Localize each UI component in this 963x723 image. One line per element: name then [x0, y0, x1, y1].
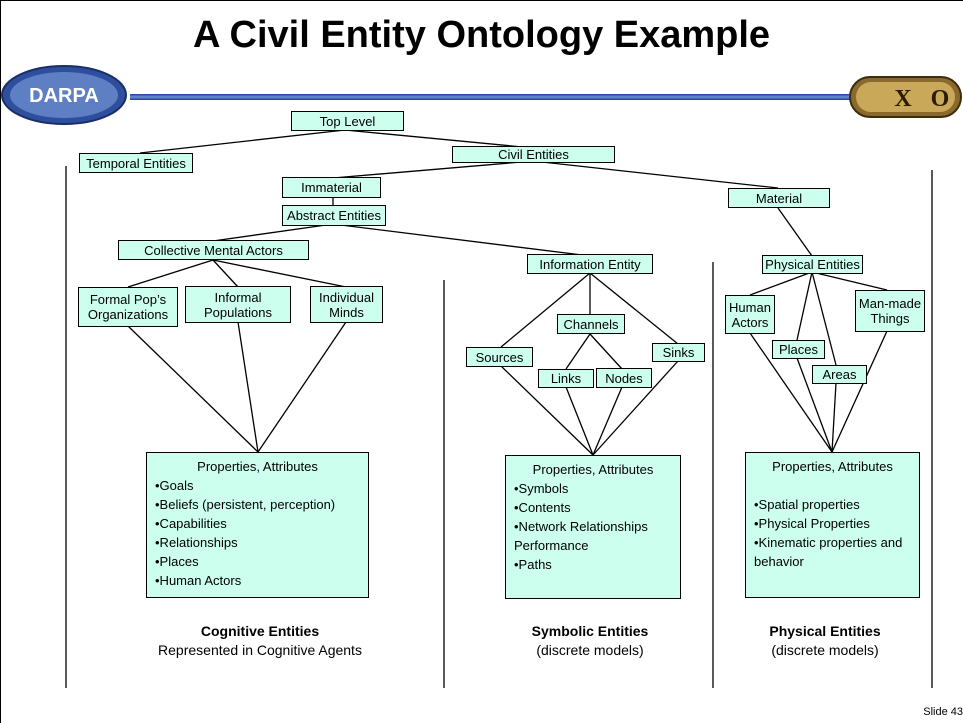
- node-abstract-entities-label: Abstract Entities: [287, 208, 381, 223]
- properties-list-cognitive: •Goals •Beliefs (persistent, perception)…: [147, 476, 368, 590]
- node-manmade-things-line2: Things: [870, 311, 910, 326]
- node-channels-label: Channels: [563, 316, 619, 332]
- slide-number: Slide 43: [923, 706, 963, 718]
- property-item: •Symbols: [514, 481, 569, 496]
- property-item: behavior: [754, 554, 804, 569]
- node-temporal-entities-label: Temporal Entities: [86, 155, 186, 171]
- property-item: •Spatial properties: [754, 497, 860, 512]
- node-links-label: Links: [550, 371, 582, 386]
- node-places: Places: [772, 340, 825, 359]
- caption-symbolic-title: Symbolic Entities: [531, 623, 649, 639]
- node-areas: Areas: [812, 365, 867, 384]
- node-formal-pops: Formal Pop’s Organizations: [78, 287, 178, 327]
- node-manmade-things-line1: Man-made: [858, 296, 922, 311]
- darpa-logo: DARPA: [1, 65, 127, 125]
- caption-physical-title: Physical Entities: [769, 623, 881, 639]
- node-informal-populations-line2: Populations: [204, 304, 272, 320]
- node-formal-pops-line2: Organizations: [87, 307, 169, 322]
- property-item: •Relationships: [155, 535, 238, 550]
- node-individual-minds-line1: Individual: [319, 289, 374, 305]
- node-manmade-things: Man-made Things: [855, 290, 925, 332]
- property-item: •Paths: [514, 557, 552, 572]
- properties-list-symbolic: •Symbols •Contents •Network Relationship…: [506, 479, 680, 574]
- node-human-actors-line1: Human: [729, 299, 771, 315]
- property-item: •Places: [155, 554, 199, 569]
- node-links: Links: [538, 369, 594, 388]
- node-physical-entities: Physical Entities: [762, 255, 863, 274]
- node-civil-entities-label: Civil Entities: [498, 147, 569, 162]
- properties-box-physical: Properties, Attributes •Spatial properti…: [745, 452, 920, 598]
- property-item: •Human Actors: [155, 573, 242, 588]
- node-channels: Channels: [557, 314, 625, 334]
- node-information-entity: Information Entity: [527, 254, 653, 274]
- caption-symbolic-subtitle: (discrete models): [536, 642, 644, 658]
- ixo-logo-o: O: [931, 86, 950, 112]
- node-sources: Sources: [466, 347, 533, 367]
- properties-box-cognitive: Properties, Attributes •Goals •Beliefs (…: [146, 452, 369, 598]
- node-formal-pops-line1: Formal Pop’s: [89, 292, 167, 307]
- properties-heading-cognitive: Properties, Attributes: [197, 459, 318, 474]
- properties-heading-symbolic: Properties, Attributes: [532, 462, 654, 477]
- property-item: •Beliefs (persistent, perception): [155, 497, 336, 512]
- properties-list-physical: •Spatial properties •Physical Properties…: [746, 495, 919, 571]
- property-item: •Capabilities: [155, 516, 227, 531]
- node-top-level: Top Level: [291, 111, 404, 131]
- slide-frame-left: [0, 0, 1, 723]
- caption-cognitive-subtitle: Represented in Cognitive Agents: [158, 642, 362, 658]
- property-item: •Kinematic properties and: [754, 535, 903, 550]
- caption-cognitive-title: Cognitive Entities: [200, 623, 320, 639]
- title-banner-line: [130, 94, 850, 100]
- node-material: Material: [728, 188, 830, 208]
- node-individual-minds: Individual Minds: [310, 286, 383, 323]
- node-collective-mental-actors: Collective Mental Actors: [118, 240, 309, 260]
- node-immaterial: Immaterial: [282, 177, 381, 198]
- property-item: •Contents: [514, 500, 571, 515]
- node-sinks-label: Sinks: [662, 345, 695, 360]
- caption-symbolic: Symbolic Entities (discrete models): [480, 622, 700, 660]
- slide-title: A Civil Entity Ontology Example: [192, 14, 771, 56]
- node-physical-entities-label: Physical Entities: [765, 257, 860, 272]
- property-item: •Physical Properties: [754, 516, 870, 531]
- properties-heading-physical: Properties, Attributes: [772, 459, 893, 474]
- node-information-entity-label: Information Entity: [539, 256, 641, 272]
- node-nodes-label: Nodes: [605, 370, 643, 386]
- node-immaterial-label: Immaterial: [301, 180, 362, 195]
- node-individual-minds-line2: Minds: [329, 304, 364, 320]
- node-sinks: Sinks: [652, 343, 705, 362]
- ixo-logo: X O: [849, 76, 962, 118]
- caption-cognitive: Cognitive Entities Represented in Cognit…: [140, 622, 380, 660]
- slide-frame-top: [0, 0, 963, 1]
- node-collective-mental-actors-label: Collective Mental Actors: [144, 242, 283, 258]
- node-areas-label: Areas: [822, 367, 857, 382]
- property-item: Performance: [514, 538, 589, 553]
- properties-box-symbolic: Properties, Attributes •Symbols •Content…: [505, 455, 681, 599]
- node-abstract-entities: Abstract Entities: [282, 205, 386, 226]
- node-human-actors: Human Actors: [725, 295, 775, 334]
- node-places-label: Places: [778, 342, 819, 357]
- node-informal-populations-line1: Informal: [214, 289, 262, 305]
- darpa-logo-text: DARPA: [29, 85, 99, 107]
- node-top-level-label: Top Level: [319, 113, 376, 129]
- property-item: •Goals: [155, 478, 194, 493]
- caption-physical-subtitle: (discrete models): [771, 642, 879, 658]
- property-item: •Network Relationships: [514, 519, 648, 534]
- ixo-logo-x: X: [894, 86, 912, 112]
- node-material-label: Material: [755, 190, 803, 206]
- node-temporal-entities: Temporal Entities: [79, 153, 193, 173]
- node-human-actors-line2: Actors: [731, 314, 769, 330]
- node-nodes: Nodes: [596, 368, 652, 388]
- node-informal-populations: Informal Populations: [185, 286, 291, 323]
- node-sources-label: Sources: [475, 349, 524, 365]
- node-civil-entities: Civil Entities: [452, 146, 615, 163]
- caption-physical: Physical Entities (discrete models): [720, 622, 930, 660]
